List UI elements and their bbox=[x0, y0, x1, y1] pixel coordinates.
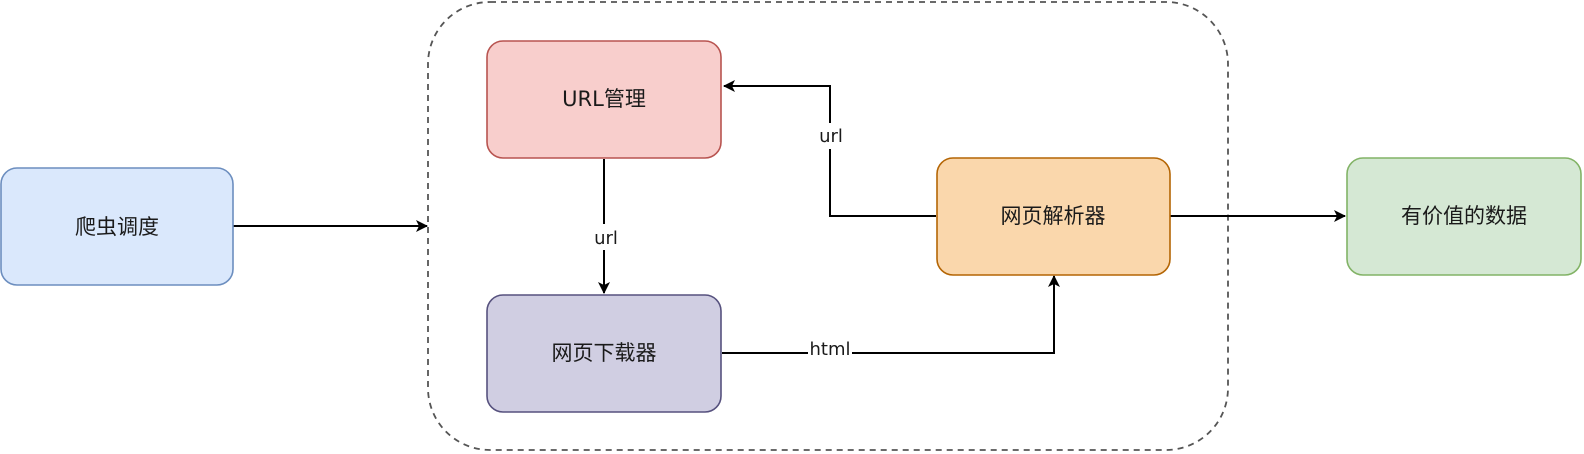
node-scheduler[interactable]: 爬虫调度 bbox=[0, 167, 234, 286]
edge-label-url-back: url bbox=[819, 126, 843, 147]
edge-parser-to-manager bbox=[723, 80, 936, 217]
node-url-manager-label: URL管理 bbox=[562, 87, 646, 111]
node-parser[interactable]: 网页解析器 bbox=[936, 157, 1171, 276]
node-parser-label: 网页解析器 bbox=[1001, 204, 1106, 228]
edge-label-manager-to-downloader: url bbox=[590, 224, 620, 250]
node-downloader-label: 网页下载器 bbox=[552, 341, 657, 365]
node-url-manager[interactable]: URL管理 bbox=[486, 40, 722, 159]
node-valuable-data-label: 有价值的数据 bbox=[1401, 204, 1527, 228]
edge-label-html: html bbox=[809, 339, 850, 360]
edge-label-parser-to-manager: url bbox=[816, 123, 846, 149]
node-scheduler-label: 爬虫调度 bbox=[75, 215, 159, 239]
edge-label-url-down: url bbox=[594, 228, 618, 249]
edge-label-downloader-to-parser: html bbox=[808, 339, 852, 366]
edge-downloader-to-parser bbox=[722, 275, 1060, 354]
crawler-core-group bbox=[427, 1, 1229, 451]
node-valuable-data[interactable]: 有价值的数据 bbox=[1346, 157, 1582, 276]
node-downloader[interactable]: 网页下载器 bbox=[486, 294, 722, 413]
